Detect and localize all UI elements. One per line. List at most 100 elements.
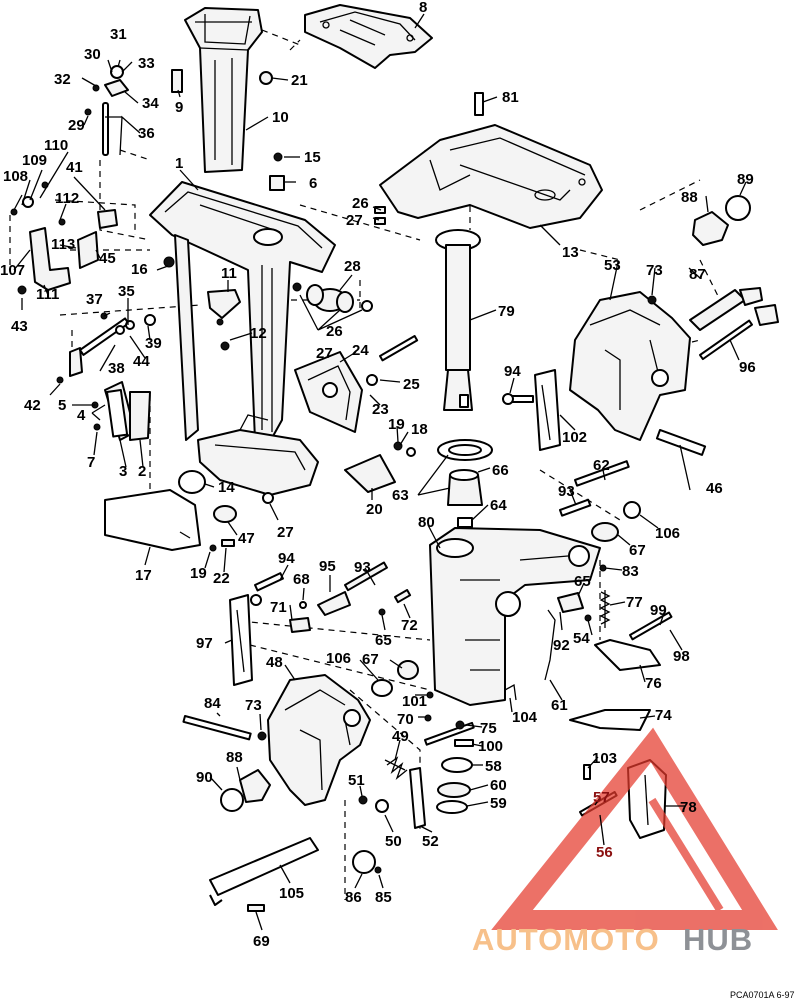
label-19b: 19 [190,565,207,582]
label-52: 52 [422,833,439,850]
parts-88-90-84-73-left [182,715,271,812]
label-100: 100 [478,738,503,755]
swivel-tube-79 [435,229,481,411]
label-15: 15 [304,149,321,166]
label-79: 79 [498,303,515,320]
label-76: 76 [645,675,662,692]
label-32: 32 [54,71,71,88]
label-25: 25 [403,376,420,393]
label-97: 97 [196,635,213,652]
label-10: 10 [272,109,289,126]
bracket-38 [56,312,156,384]
clamp-screw-parts [689,195,779,361]
label-104: 104 [512,709,538,726]
label-37: 37 [86,291,103,308]
label-20: 20 [366,501,383,518]
label-38: 38 [108,360,125,377]
label-26a: 26 [352,195,369,212]
label-18: 18 [411,421,428,438]
label-62: 62 [593,457,610,474]
label-65b: 65 [375,632,392,649]
label-50: 50 [385,833,402,850]
label-71: 71 [270,599,287,616]
bushings-63-66 [437,439,493,528]
bracket-102-and-94 [502,369,561,451]
bar-105 [209,837,319,912]
stern-bracket-48 [267,674,371,806]
tilt-tube-parts [559,460,641,572]
label-43: 43 [11,318,28,335]
leader-lines [13,13,747,931]
label-23: 23 [372,401,389,418]
label-39: 39 [145,335,162,352]
label-93b: 93 [354,559,371,576]
drawing-code: PCA0701A 6-97 [730,990,795,1000]
label-59: 59 [490,795,507,812]
label-7: 7 [87,454,95,471]
label-69: 69 [253,933,270,950]
label-67a: 67 [629,542,646,559]
label-74: 74 [655,707,672,724]
label-48: 48 [266,654,283,671]
label-106a: 106 [655,525,680,542]
label-83: 83 [622,563,639,580]
mount-28 [292,282,373,313]
label-68: 68 [293,571,310,588]
label-88a: 88 [226,749,243,766]
label-21: 21 [291,72,308,89]
label-58: 58 [485,758,502,775]
reverse-lock-linkage [544,590,673,731]
label-56: 56 [596,844,613,861]
label-61: 61 [551,697,568,714]
label-2: 2 [138,463,146,480]
rod-46 [655,428,707,456]
stern-bracket-53 [569,291,691,441]
label-27b: 27 [316,345,333,362]
adapter-housing-1 [149,181,336,496]
label-60: 60 [490,777,507,794]
label-103: 103 [592,750,617,767]
label-102: 102 [562,429,587,446]
part-number-labels: 8 21 9 10 36 31 30 33 32 34 29 81 15 6 1… [0,0,756,950]
label-51: 51 [348,772,365,789]
swivel-bracket-80 [429,527,601,706]
label-113: 113 [51,236,75,253]
label-110: 110 [44,137,68,154]
label-4: 4 [77,407,86,424]
watermark-text: AUTOMOTO HUB [472,922,752,957]
small-hardware-upper-left [84,65,285,191]
label-28: 28 [344,258,361,275]
label-77: 77 [626,594,643,611]
label-64: 64 [490,497,507,514]
label-67b: 67 [362,651,379,668]
label-87: 87 [689,266,706,283]
label-98: 98 [673,648,690,665]
label-84: 84 [204,695,221,712]
label-92: 92 [553,637,570,654]
label-107: 107 [0,262,25,279]
label-35: 35 [118,283,135,300]
label-41: 41 [66,159,83,176]
label-86: 86 [345,889,362,906]
label-26b: 26 [326,323,343,340]
label-81: 81 [502,89,519,106]
label-101: 101 [402,693,427,710]
label-95: 95 [319,558,336,575]
label-70: 70 [397,711,414,728]
label-99: 99 [650,602,667,619]
parts-58-59-60-100 [436,739,474,814]
bracket-20 [344,454,396,493]
label-6: 6 [309,175,317,192]
spring-49-and-levers [358,756,426,829]
label-1: 1 [175,155,183,172]
label-96: 96 [739,359,756,376]
exhaust-housing-10 [184,7,263,173]
label-53: 53 [604,257,621,274]
label-94a: 94 [278,550,295,567]
bracket-111 [10,181,175,295]
label-42: 42 [24,397,41,414]
label-24: 24 [352,342,369,359]
label-111: 111 [36,286,59,303]
label-19a: 19 [388,416,405,433]
